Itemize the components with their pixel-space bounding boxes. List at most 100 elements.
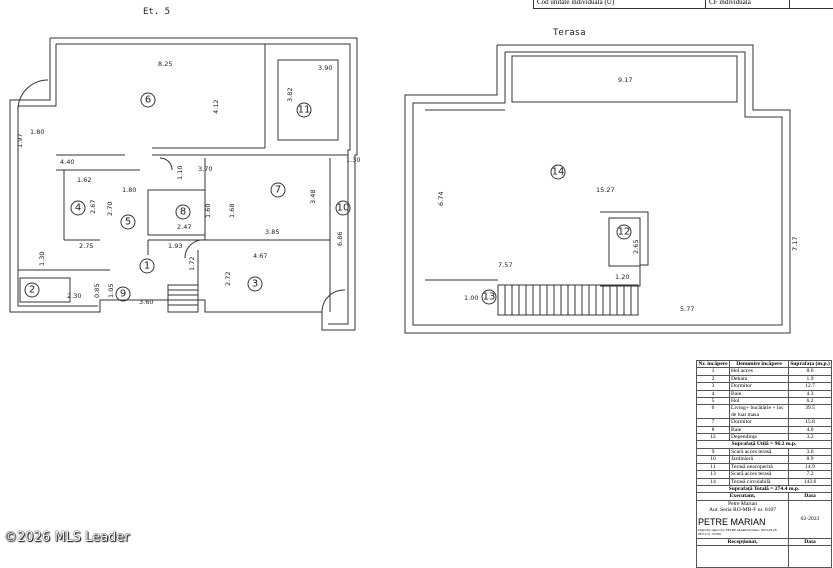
room-legend-table: Nr. încăpere Denumire încăpere Suprafața… [696, 359, 832, 568]
dim-label: 4.67 [253, 252, 267, 260]
watermark: ©2026 MLS Leader [4, 530, 130, 545]
dim-label: 1.97 [16, 134, 24, 148]
dim-label: 15.27 [596, 186, 615, 194]
dim-label: 3.70 [198, 165, 212, 173]
room-name: Terasă neacoperită [729, 462, 789, 472]
digital-signature: PETRE MARIAN Digitally signed by PETRE M… [698, 517, 787, 537]
room-name: Living+ bucătărie + loc de luat masa [729, 404, 789, 420]
room-area: 12.7 [788, 382, 832, 391]
header-suprafata: Suprafața (m.p.) [788, 359, 832, 369]
dim-label: 1.30 [346, 156, 360, 164]
left-plan-walls [9, 37, 358, 331]
room-nr: 9 [696, 447, 730, 457]
dim-label: 2.67 [89, 200, 97, 214]
dim-label: 1.93 [168, 242, 182, 250]
room-name: Debara [729, 374, 789, 384]
executant-date: 02-2023 [788, 499, 832, 539]
dim-label: 1.05 [107, 284, 115, 298]
signature-name: PETRE MARIAN [698, 516, 766, 527]
room-name: Baie [729, 425, 789, 435]
room-area: 7.2 [788, 470, 832, 479]
room-nr: 10 [696, 455, 730, 464]
room-nr: 7 [696, 418, 730, 427]
dim-label: 1.62 [77, 176, 91, 184]
room-nr: 1 [696, 367, 730, 376]
room-nr: 12 [696, 433, 730, 442]
dim-label: 1.80 [30, 128, 44, 136]
room-number: 9 [120, 289, 126, 300]
room-number: 10 [337, 203, 350, 214]
right-plan-walls [404, 44, 791, 334]
right-plan-dims: 9.17 15.27 6.74 2.65 7.17 7.57 1.20 1.00… [437, 76, 799, 313]
dim-label: 3.60 [139, 298, 153, 306]
room-number: 2 [29, 285, 35, 296]
room-number: 5 [125, 217, 131, 228]
dim-label: 1.80 [122, 186, 136, 194]
room-number: 12 [618, 227, 631, 238]
dim-label: 4.12 [212, 100, 220, 114]
room-nr: 6 [696, 404, 730, 420]
room-number: 11 [298, 105, 311, 116]
room-name: Hol [729, 397, 789, 406]
dim-label: 3.85 [265, 228, 279, 236]
dim-label: 2.47 [177, 223, 191, 231]
dim-label: 1.10 [176, 166, 184, 180]
dim-label: 1.00 [464, 294, 478, 302]
room-nr: 4 [696, 389, 730, 399]
room-nr: 2 [696, 374, 730, 384]
dim-label: 1.68 [228, 204, 236, 218]
room-name: Jardinieră [729, 455, 789, 464]
receptionat-label: Recepționat, [696, 537, 789, 547]
unit-header: Cod unitate individuală (U) CF individua… [533, 0, 833, 9]
room-area: 4.0 [788, 425, 832, 435]
right-plan-rooms: 14 12 13 [481, 164, 632, 305]
suprafata-utila: Suprafață Utilă = 96.2 m.p. [696, 440, 832, 449]
room-area: 14.9 [788, 462, 832, 472]
data2-label: Data [788, 537, 832, 547]
room-nr: 11 [696, 462, 730, 472]
cod-unitate-label: Cod unitate individuală (U) [533, 0, 705, 8]
room-area: 8.6 [788, 367, 832, 376]
dim-label: 0.85 [93, 284, 101, 298]
left-plan-dims: 8.25 3.90 4.12 3.82 1.80 1.97 4.40 1.30 … [16, 60, 360, 306]
executant-name: Petre Marian [727, 500, 758, 507]
left-plan-title: Et. 5 [143, 7, 170, 17]
cf-label: CF individuală [705, 0, 789, 8]
room-number: 8 [180, 207, 186, 218]
room-area: 1.9 [788, 374, 832, 384]
room-number: 7 [275, 185, 281, 196]
dim-label: 7.17 [791, 237, 799, 251]
dim-label: 7.57 [498, 261, 512, 269]
dim-label: 1.30 [38, 252, 46, 266]
room-area: 6.2 [788, 397, 832, 406]
room-name: Hol acces [729, 367, 789, 376]
dim-label: 2.75 [79, 242, 93, 250]
data-label: Data [788, 492, 832, 501]
legend-header: Nr. încăpere Denumire încăpere Suprafața… [696, 359, 832, 369]
room-name: Scară acces terasă [729, 470, 789, 479]
room-area: 4.3 [788, 389, 832, 399]
room-nr: 5 [696, 397, 730, 406]
room-area: 8.9 [788, 455, 832, 464]
dim-label: 2.65 [632, 240, 640, 254]
dim-label: 9.17 [618, 76, 632, 84]
room-nr: 13 [696, 470, 730, 479]
room-name: Dormitor [729, 418, 789, 427]
dim-label: 1.72 [188, 257, 196, 271]
room-name: Dependința [729, 433, 789, 442]
room-name: Dormitor [729, 382, 789, 391]
room-number: 4 [75, 203, 81, 214]
left-plan-rooms: 6 11 7 8 4 5 10 1 3 2 9 [24, 92, 351, 302]
dim-label: 6.86 [336, 232, 344, 246]
room-nr: 3 [696, 382, 730, 391]
